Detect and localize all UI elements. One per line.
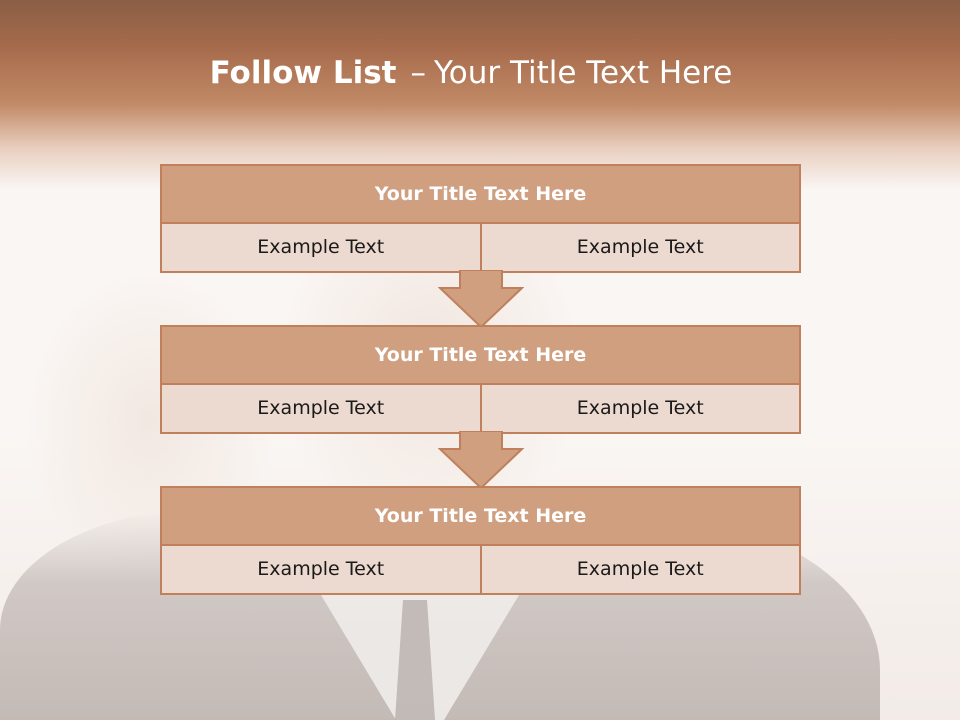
- down-arrow-icon: [438, 270, 524, 328]
- list-block-2[interactable]: Your Title Text Here Example Text Exampl…: [160, 325, 801, 434]
- block-row: Example Text Example Text: [162, 385, 799, 432]
- title-separator: –: [410, 55, 426, 91]
- title-rest: Your Title Text Here: [433, 55, 733, 91]
- block-cell-left[interactable]: Example Text: [162, 385, 480, 432]
- block-cell-left[interactable]: Example Text: [162, 224, 480, 271]
- block-cell-right[interactable]: Example Text: [479, 224, 799, 271]
- block-cell-right[interactable]: Example Text: [479, 385, 799, 432]
- block-row: Example Text Example Text: [162, 224, 799, 271]
- slide-title[interactable]: Follow List–Your Title Text Here: [0, 55, 942, 91]
- list-block-3[interactable]: Your Title Text Here Example Text Exampl…: [160, 486, 801, 595]
- block-title[interactable]: Your Title Text Here: [162, 488, 799, 546]
- block-row: Example Text Example Text: [162, 546, 799, 593]
- block-title[interactable]: Your Title Text Here: [162, 166, 799, 224]
- block-title[interactable]: Your Title Text Here: [162, 327, 799, 385]
- header-band: [0, 0, 960, 190]
- list-block-1[interactable]: Your Title Text Here Example Text Exampl…: [160, 164, 801, 273]
- block-cell-left[interactable]: Example Text: [162, 546, 480, 593]
- block-cell-right[interactable]: Example Text: [479, 546, 799, 593]
- down-arrow-icon: [438, 431, 524, 489]
- title-bold: Follow List: [209, 55, 397, 91]
